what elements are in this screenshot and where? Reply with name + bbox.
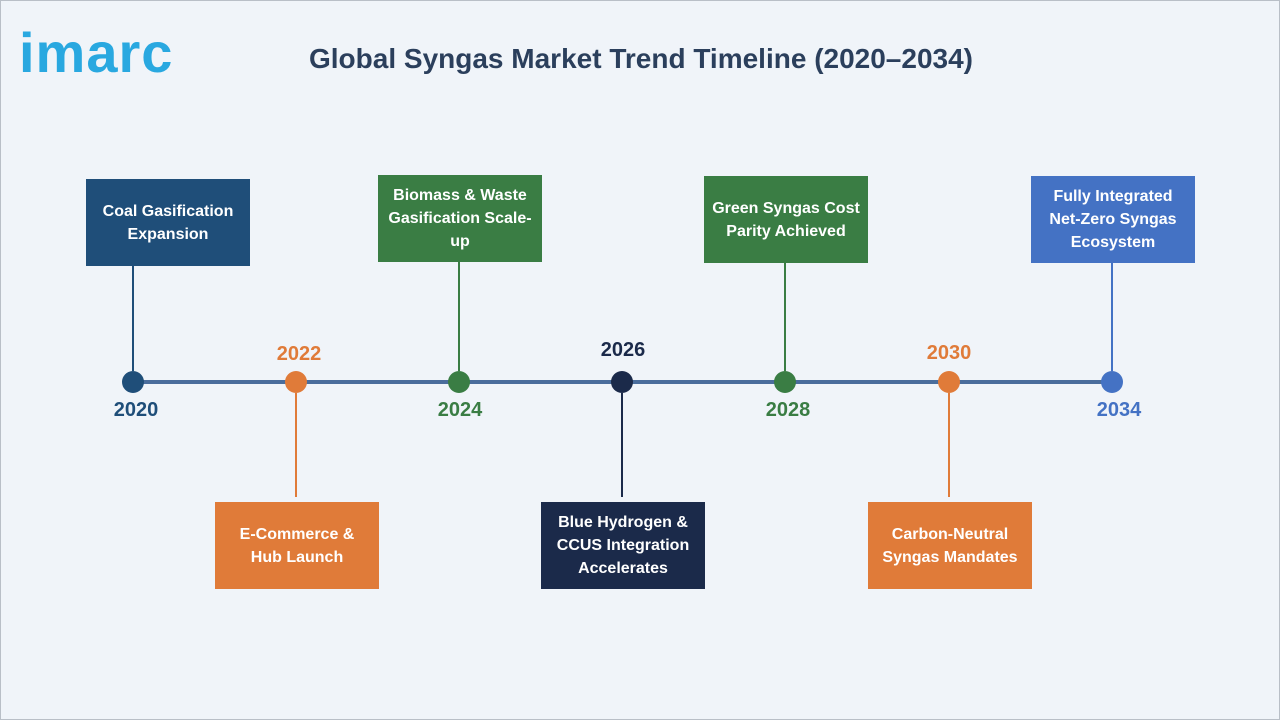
milestone-2022-year: 2022 xyxy=(276,343,322,365)
milestone-2034-year: 2034 xyxy=(1096,399,1142,421)
imarc-logo: imarc xyxy=(19,21,174,84)
milestone-2022-connector xyxy=(295,393,297,497)
milestone-2022-marker xyxy=(285,371,307,393)
page-title: Global Syngas Market Trend Timeline (202… xyxy=(309,43,973,74)
milestone-2024-year: 2024 xyxy=(437,399,483,421)
milestone-2026-label: Blue Hydrogen & CCUS Integration Acceler… xyxy=(556,514,690,577)
milestone-2024-label: Biomass & Waste Gasification Scale-up xyxy=(388,187,532,250)
milestone-2028-connector xyxy=(784,263,786,371)
milestone-2024-connector xyxy=(458,262,460,371)
milestone-2030-connector xyxy=(948,393,950,497)
milestone-2020-connector xyxy=(132,266,134,371)
milestone-2028-year: 2028 xyxy=(765,399,811,421)
milestone-2034-connector xyxy=(1111,263,1113,371)
milestone-2028-marker xyxy=(774,371,796,393)
milestone-2026-box: Blue Hydrogen & CCUS Integration Acceler… xyxy=(541,502,705,589)
milestone-2020-label: Coal Gasification Expansion xyxy=(102,202,234,243)
milestone-2020-marker xyxy=(122,371,144,393)
milestone-2034-label: Fully Integrated Net-Zero Syngas Ecosyst… xyxy=(1049,188,1177,251)
milestone-2026-year: 2026 xyxy=(600,339,646,361)
milestone-2026-marker xyxy=(611,371,633,393)
milestone-2024-marker xyxy=(448,371,470,393)
milestone-2028-label: Green Syngas Cost Parity Achieved xyxy=(712,199,860,240)
milestone-2034-marker xyxy=(1101,371,1123,393)
milestone-2030-marker xyxy=(938,371,960,393)
milestone-2020-year: 2020 xyxy=(113,399,159,421)
milestone-2024-box: Biomass & Waste Gasification Scale-up xyxy=(378,175,542,262)
milestone-2026-connector xyxy=(621,393,623,497)
milestone-2028-box: Green Syngas Cost Parity Achieved xyxy=(704,176,868,263)
milestone-2022-label: E-Commerce & Hub Launch xyxy=(239,525,355,566)
milestone-2030-label: Carbon-Neutral Syngas Mandates xyxy=(882,525,1018,566)
milestone-2034-box: Fully Integrated Net-Zero Syngas Ecosyst… xyxy=(1031,176,1195,263)
milestone-2020-box: Coal Gasification Expansion xyxy=(86,179,250,266)
milestone-2030-box: Carbon-Neutral Syngas Mandates xyxy=(868,502,1032,589)
milestone-2030-year: 2030 xyxy=(926,342,972,364)
milestone-2022-box: E-Commerce & Hub Launch xyxy=(215,502,379,589)
